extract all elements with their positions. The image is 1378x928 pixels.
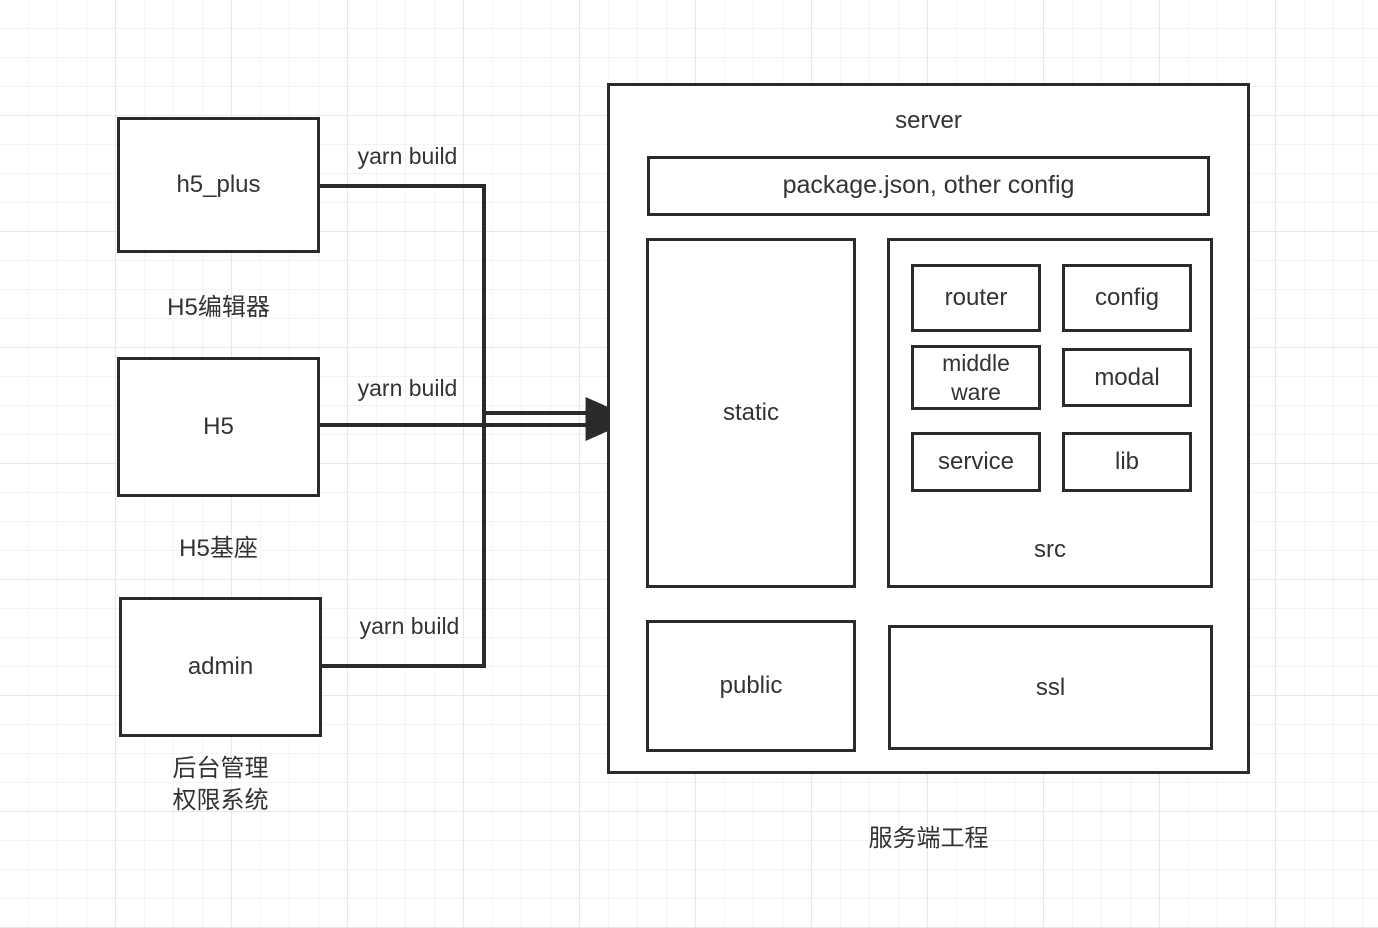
server-ssl-box-label: ssl xyxy=(1035,673,1066,701)
src-module-middleware-label: middle ware xyxy=(942,349,1010,405)
src-module-service-label: service xyxy=(937,448,1015,475)
src-module-router-label: router xyxy=(944,284,1008,311)
source-caption-h5: H5基座 xyxy=(179,535,258,562)
source-box-h5-plus-label: h5_plus xyxy=(176,171,261,198)
source-box-h5[interactable]: H5 xyxy=(117,357,320,497)
src-title: src xyxy=(1034,536,1066,563)
src-module-middleware[interactable]: middle ware xyxy=(911,345,1041,410)
edge-label-h5: yarn build xyxy=(357,375,458,401)
source-box-admin-label: admin xyxy=(187,653,254,680)
server-public-box[interactable]: public xyxy=(646,620,856,752)
src-module-router[interactable]: router xyxy=(911,264,1041,332)
src-module-lib[interactable]: lib xyxy=(1062,432,1192,492)
src-module-service[interactable]: service xyxy=(911,432,1041,492)
source-caption-h5-plus: H5编辑器 xyxy=(167,294,270,321)
src-module-modal[interactable]: modal xyxy=(1062,348,1192,407)
server-caption: 服务端工程 xyxy=(868,825,989,852)
edge-label-admin: yarn build xyxy=(359,613,460,639)
src-module-config-label: config xyxy=(1094,284,1160,311)
source-box-admin[interactable]: admin xyxy=(119,597,322,737)
server-title: server xyxy=(895,107,962,134)
server-public-box-label: public xyxy=(719,672,783,699)
server-config-box-label: package.json, other config xyxy=(782,171,1075,200)
server-static-box-label: static xyxy=(722,399,779,426)
server-static-box[interactable]: static xyxy=(646,238,856,588)
source-box-h5-plus[interactable]: h5_plus xyxy=(117,117,320,253)
server-ssl-box[interactable]: ssl xyxy=(888,625,1213,750)
source-box-h5-label: H5 xyxy=(203,413,234,440)
src-module-lib-label: lib xyxy=(1114,448,1139,475)
src-module-config[interactable]: config xyxy=(1062,264,1192,332)
src-module-modal-label: modal xyxy=(1094,363,1160,391)
edge-label-h5-plus: yarn build xyxy=(357,143,458,169)
server-config-box[interactable]: package.json, other config xyxy=(647,156,1210,216)
source-caption-admin: 后台管理 权限系统 xyxy=(172,755,269,815)
